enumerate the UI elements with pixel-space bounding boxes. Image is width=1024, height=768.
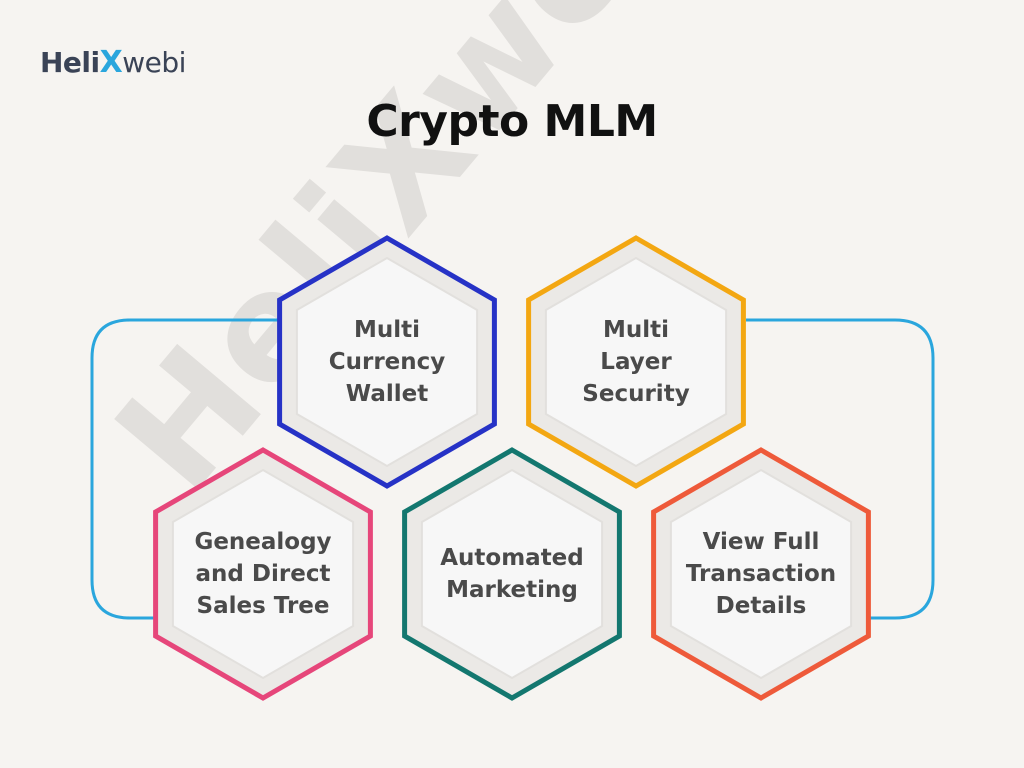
feature-label-line: Genealogy [194, 529, 332, 555]
hexagon-inner [544, 256, 728, 468]
hexagon-multi-currency-wallet [277, 235, 497, 489]
hexagon-genealogy-sales-tree [153, 447, 373, 701]
page-title: Crypto MLM [366, 96, 658, 147]
feature-label-line: Wallet [345, 381, 429, 407]
feature-label-line: Currency [328, 349, 446, 375]
feature-label-line: Marketing [446, 577, 578, 603]
logo-text-part1: Heli [40, 45, 100, 79]
connector-line-right [746, 318, 935, 620]
feature-label-line: Transaction [685, 561, 837, 587]
feature-label-line: and Direct [195, 561, 331, 587]
hexagon-automated-marketing [402, 447, 622, 701]
connector-line-left [90, 318, 278, 620]
feature-label-line: Multi [353, 317, 421, 343]
logo-text-part3: webi [122, 45, 186, 79]
feature-label-line: Security [582, 381, 690, 407]
brand-logo: Heli X webi [40, 42, 186, 82]
hexagon-inner [669, 468, 853, 680]
logo-text-part2: X [99, 44, 123, 80]
feature-label-line: Layer [600, 349, 672, 375]
feature-label-line: Automated [440, 545, 584, 571]
feature-label-line: Sales Tree [196, 593, 330, 619]
hexagon-inner [171, 468, 355, 680]
hexagon-multi-layer-security [526, 235, 746, 489]
feature-label-line: View Full [702, 529, 820, 555]
hexagon-inner [295, 256, 479, 468]
feature-label-line: Details [715, 593, 807, 619]
feature-label-line: Multi [602, 317, 670, 343]
hexagon-transaction-details [651, 447, 871, 701]
hexagon-inner [420, 468, 604, 680]
